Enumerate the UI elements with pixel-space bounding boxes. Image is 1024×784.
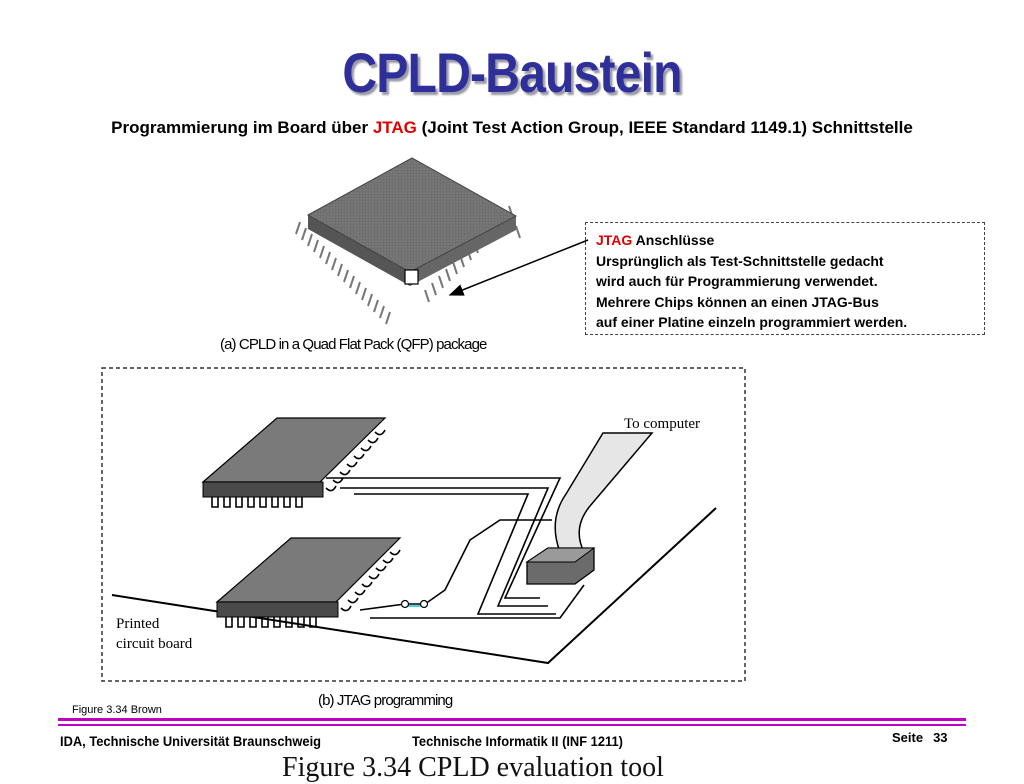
callout-line3: wird auch für Programmierung verwendet. [596,273,878,289]
subtitle-part1: Programmierung im Board über [111,118,373,137]
footer-rule-top [58,718,966,721]
footer-rule-bottom [58,724,966,726]
figure-b-frame [101,367,746,682]
figure-b-caption: (b) JTAG programming [318,692,453,709]
qfp-chip-illustration [295,157,521,325]
slide-title: CPLD-Baustein [342,41,682,104]
figure-source-note: Figure 3.34 Brown [72,704,162,716]
callout-line2: Ursprünglich als Test-Schnittstelle geda… [596,252,884,269]
jtag-callout-box: JTAG Anschlüsse Ursprünglich als Test-Sc… [585,222,985,335]
figure-illustrations: To computer Printed circuit board [101,157,746,682]
subtitle-jtag: JTAG [372,118,417,137]
footer-course: Technische Informatik II (INF 1211) [412,733,623,749]
callout-arrow [448,239,589,296]
footer-page-number: Seite 33 [892,730,948,745]
pcb-label-line1: Printed [116,616,160,632]
callout-line5: auf einer Platine einzeln programmiert w… [596,314,908,330]
footer-seite-label: Seite [892,730,924,745]
footer-institution: IDA, Technische Universität Braunschweig [60,733,322,749]
callout-line1: JTAG Anschlüsse [596,230,976,251]
callout-line4: Mehrere Chips können an einen JTAG-Bus [596,293,879,310]
to-computer-label: To computer [624,416,700,432]
footer-page-value: 33 [933,730,948,745]
jtag-board-illustration: To computer Printed circuit board [111,416,717,665]
cutoff-figure-caption: Figure 3.34 CPLD evaluation tool [282,752,664,783]
subtitle-part2: (Joint Test Action Group, IEEE Standard … [416,118,913,137]
figure-a-caption: (a) CPLD in a Quad Flat Pack (QFP) packa… [220,336,487,353]
callout-line1-rest: Anschlüsse [632,232,715,248]
slide-subtitle: Programmierung im Board über JTAG (Joint… [0,118,1024,138]
pcb-label-line2: circuit board [116,636,193,652]
callout-jtag: JTAG [596,232,633,248]
